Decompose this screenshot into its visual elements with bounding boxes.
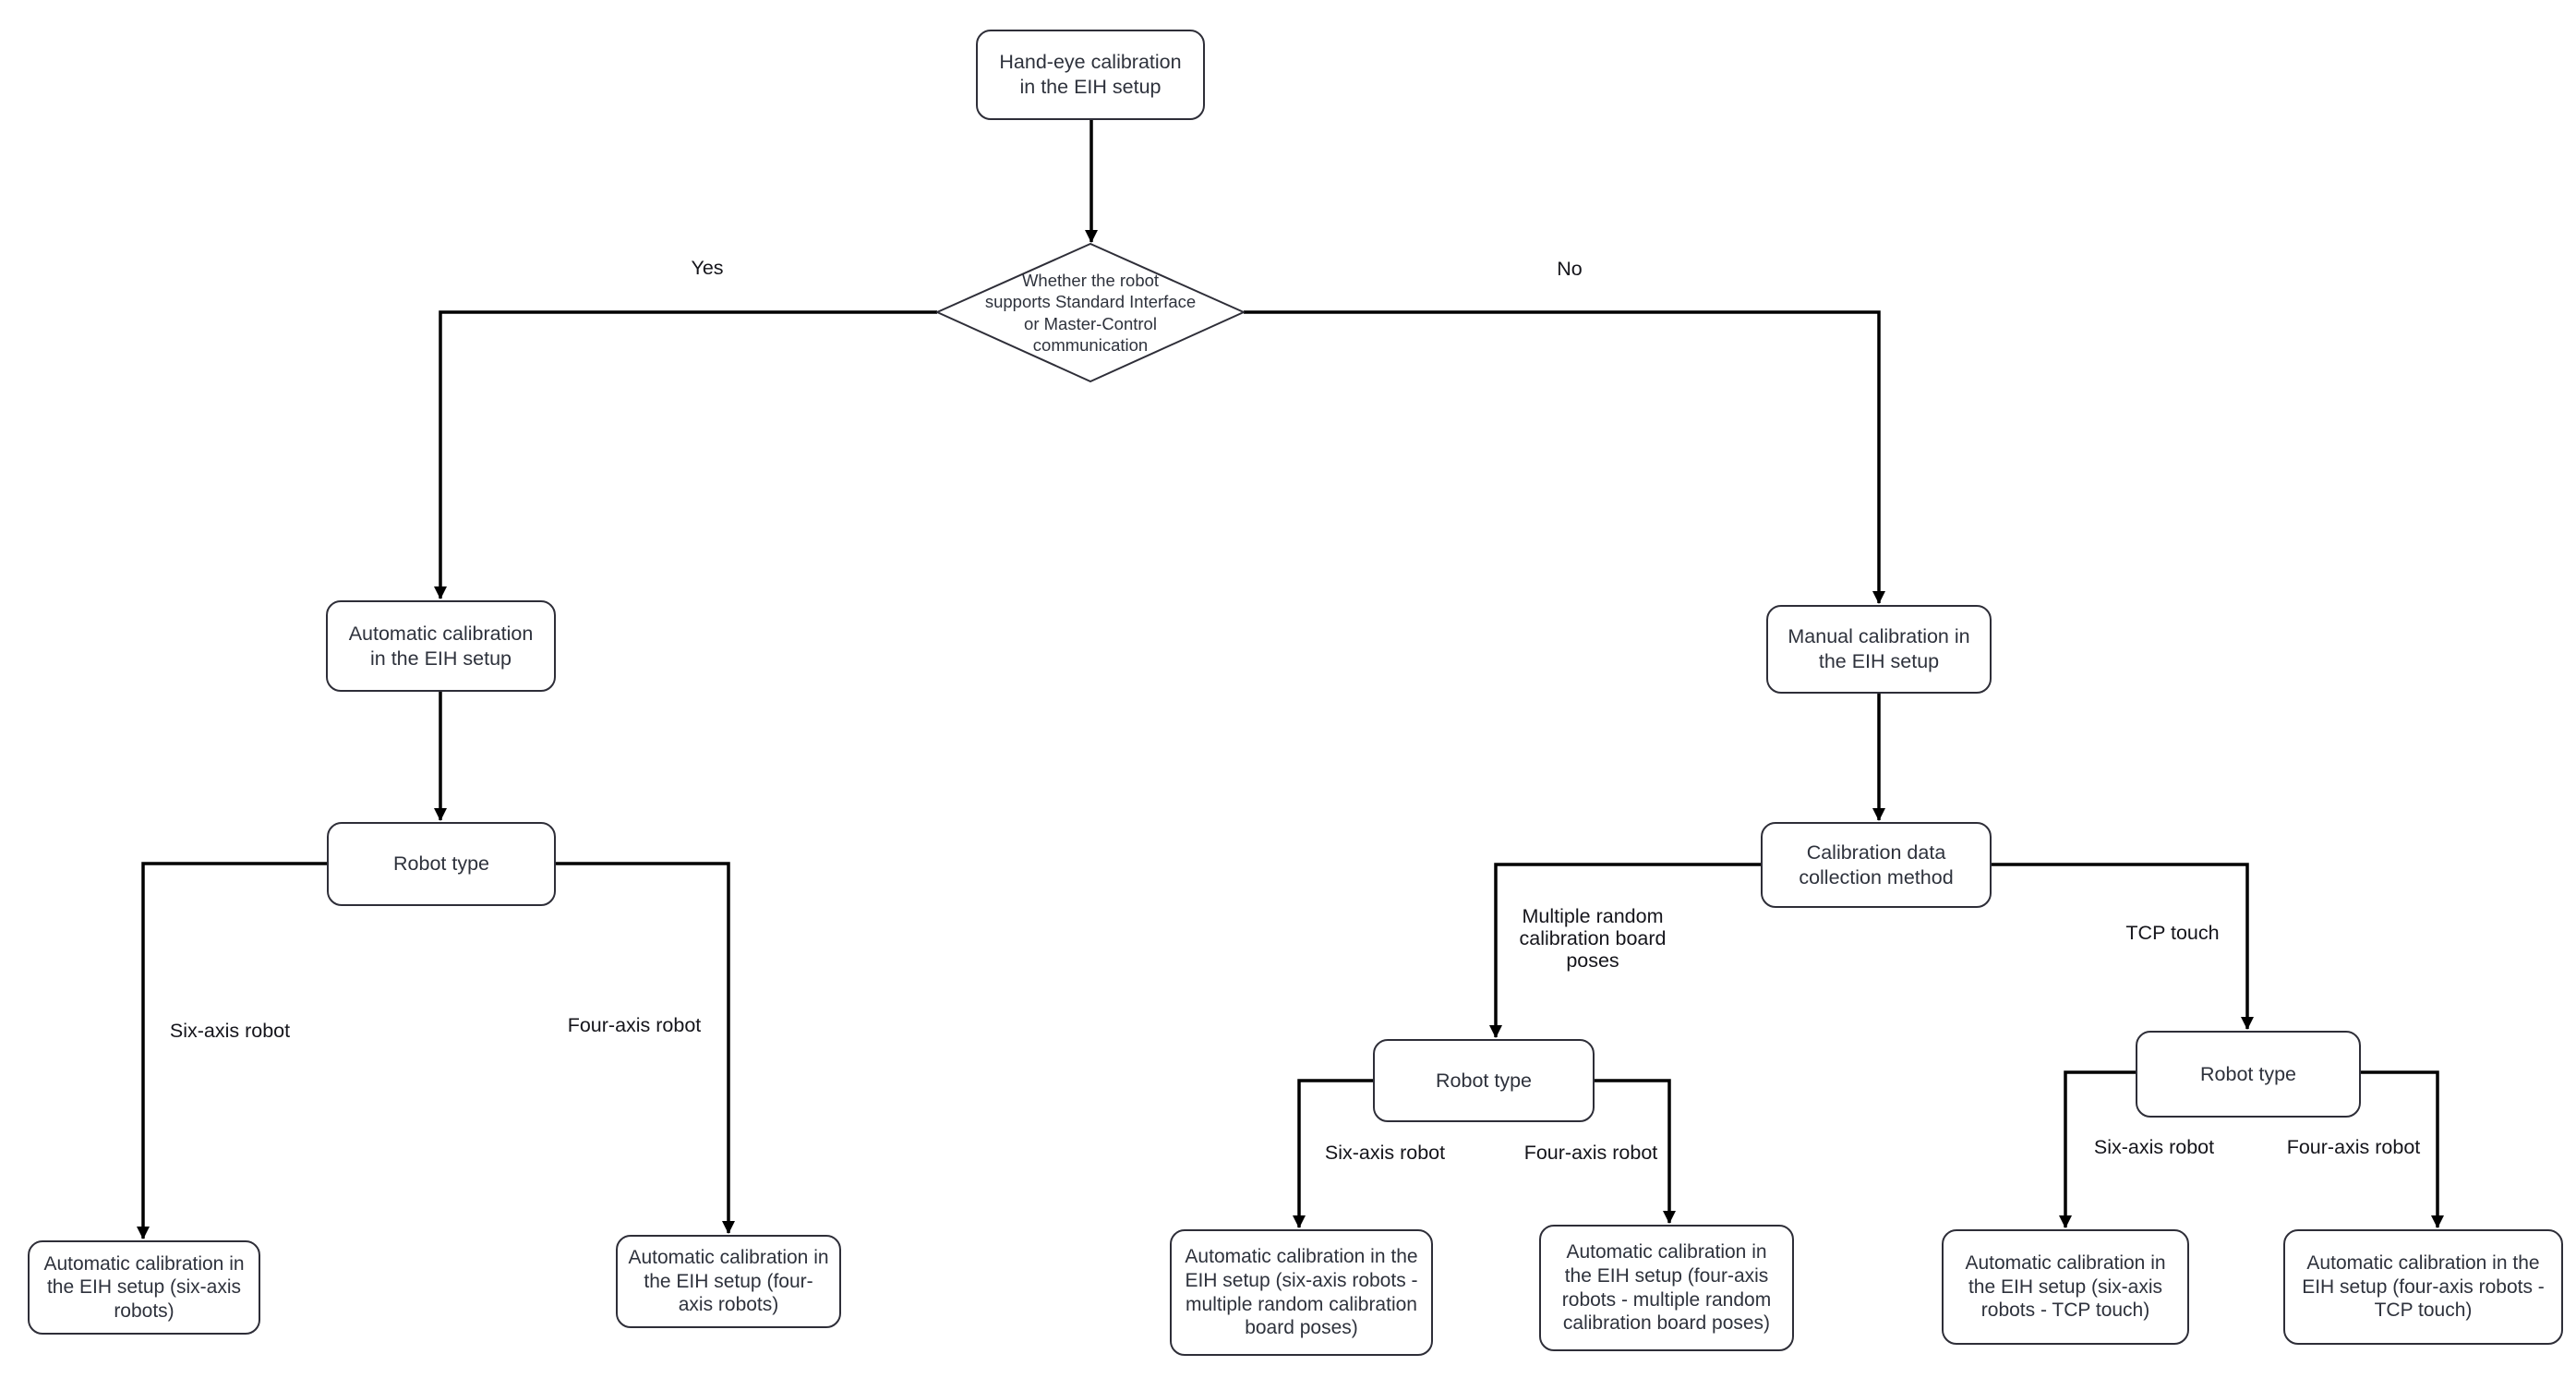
node-manual-calibration: Manual calibration in the EIH setup (1766, 605, 1992, 694)
edge-label-no-text: No (1557, 257, 1583, 280)
node-robot-type-board-label: Robot type (1436, 1069, 1532, 1092)
edge-robot-type-auto-four (556, 862, 735, 1234)
decision-communication: Whether the robot supports Standard Inte… (957, 270, 1224, 357)
node-robot-type-tcp: Robot type (2136, 1031, 2361, 1118)
node-result-auto-six-axis-label: Automatic calibration in the EIH setup (… (43, 1252, 245, 1322)
node-result-board-six-axis: Automatic calibration in the EIH setup (… (1170, 1229, 1433, 1356)
edge-robot-type-tcp-four (2361, 1070, 2444, 1228)
node-hand-eye-calibration: Hand-eye calibration in the EIH setup (976, 30, 1205, 120)
decision-line-3: or Master-Control (1024, 314, 1157, 333)
node-result-board-four-axis: Automatic calibration in the EIH setup (… (1539, 1225, 1794, 1351)
edge-robot-type-board-six (1293, 1079, 1373, 1228)
edge-label-four-axis-tcp: Four-axis robot (2287, 1136, 2421, 1158)
edge-label-six-axis-auto: Six-axis robot (170, 1020, 290, 1042)
node-result-board-six-axis-label: Automatic calibration in the EIH setup (… (1185, 1246, 1418, 1339)
edge-label-four-axis-tcp-text: Four-axis robot (2286, 1135, 2421, 1158)
decision-line-1: Whether the robot (1021, 271, 1160, 291)
edge-label-four-axis-auto: Four-axis robot (568, 1014, 702, 1036)
node-robot-type-tcp-label: Robot type (2200, 1062, 2296, 1085)
edge-label-yes: Yes (691, 257, 723, 279)
node-result-tcp-four-axis: Automatic calibration in the EIH setup (… (2283, 1229, 2563, 1345)
edge-robot-type-auto-six (137, 862, 327, 1239)
node-result-board-four-axis-label: Automatic calibration in the EIH setup (… (1561, 1241, 1772, 1335)
edge-label-six-axis-board: Six-axis robot (1325, 1142, 1445, 1164)
edge-collection-board-poses (1489, 863, 1761, 1038)
edge-label-six-axis-auto-text: Six-axis robot (169, 1019, 291, 1042)
node-hand-eye-calibration-label: Hand-eye calibration in the EIH setup (999, 51, 1182, 98)
edge-decision-no (1244, 310, 1885, 604)
node-result-auto-six-axis: Automatic calibration in the EIH setup (… (28, 1240, 260, 1335)
edge-label-four-axis-board-text: Four-axis robot (1523, 1141, 1658, 1164)
edge-label-four-axis-board: Four-axis robot (1524, 1142, 1658, 1164)
edge-label-tcp-touch-text: TCP touch (2125, 921, 2220, 944)
node-result-auto-four-axis: Automatic calibration in the EIH setup (… (616, 1235, 841, 1328)
edge-label-yes-text: Yes (691, 256, 724, 279)
node-collection-method-label: Calibration data collection method (1799, 840, 1954, 888)
edge-robot-type-board-four (1595, 1079, 1676, 1224)
node-robot-type-board: Robot type (1373, 1039, 1595, 1122)
node-collection-method: Calibration data collection method (1761, 822, 1992, 908)
node-result-tcp-four-axis-label: Automatic calibration in the EIH setup (… (2302, 1252, 2545, 1322)
node-automatic-calibration: Automatic calibration in the EIH setup (326, 600, 556, 692)
decision-line-2: supports Standard Interface (984, 292, 1197, 312)
edge-decision-yes (434, 310, 937, 599)
decision-diamond-shape (936, 243, 1245, 382)
node-manual-calibration-label: Manual calibration in the EIH setup (1788, 625, 1970, 672)
node-robot-type-auto-label: Robot type (393, 852, 489, 876)
edge-label-six-axis-tcp-text: Six-axis robot (2093, 1135, 2215, 1158)
node-robot-type-auto: Robot type (327, 822, 556, 906)
edge-label-six-axis-board-text: Six-axis robot (1324, 1141, 1446, 1164)
decision-line-4: communication (1032, 335, 1149, 356)
edge-label-no: No (1557, 258, 1582, 280)
node-automatic-calibration-label: Automatic calibration in the EIH setup (348, 622, 534, 670)
node-result-tcp-six-axis: Automatic calibration in the EIH setup (… (1942, 1229, 2189, 1345)
edge-label-six-axis-tcp: Six-axis robot (2094, 1136, 2214, 1158)
edge-label-board-poses-text: Multiple random calibration board poses (1519, 904, 1667, 973)
edge-robot-type-tcp-six (2059, 1070, 2136, 1228)
edge-label-four-axis-auto-text: Four-axis robot (567, 1013, 702, 1036)
edge-collection-tcp-touch (1992, 863, 2254, 1030)
node-result-auto-four-axis-label: Automatic calibration in the EIH setup (… (628, 1247, 829, 1316)
edge-label-board-poses: Multiple random calibration board poses (1505, 905, 1680, 972)
node-result-tcp-six-axis-label: Automatic calibration in the EIH setup (… (1965, 1252, 2166, 1322)
edge-label-tcp-touch: TCP touch (2125, 922, 2219, 944)
